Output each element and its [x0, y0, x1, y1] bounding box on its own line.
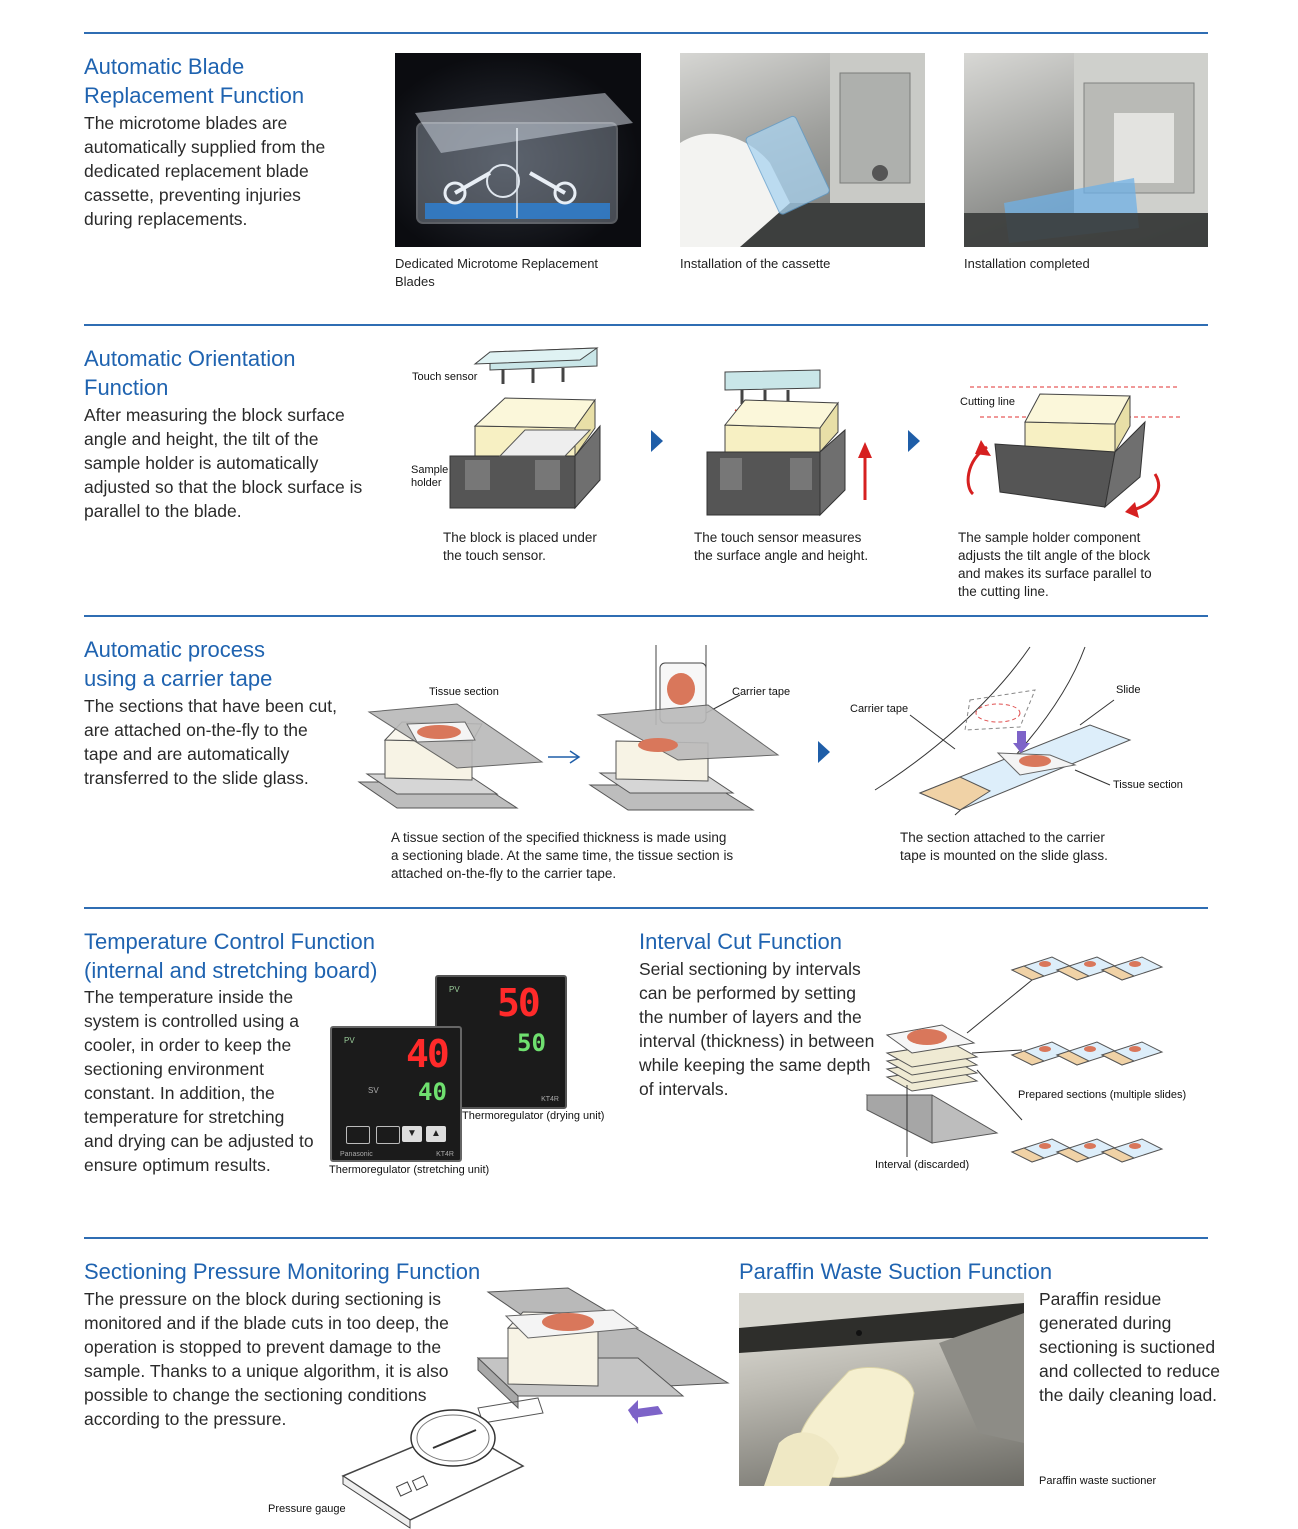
- orientation-step2-diagram: [706, 369, 872, 517]
- pressure-title: Sectioning Pressure Monitoring Function: [84, 1259, 481, 1284]
- carrier-step3-diagram: [874, 646, 1132, 816]
- section-divider: [84, 1237, 1208, 1239]
- paraffin-title: Paraffin Waste Suction Function: [739, 1259, 1053, 1284]
- carrier-caption-2: The section attached to the carrier tape…: [900, 830, 1108, 863]
- sample-holder-label: Sample holder: [411, 464, 449, 489]
- interval-cut-diagram: [865, 956, 1164, 1163]
- cutting-line-label: Cutting line: [960, 396, 1016, 408]
- blade-description: The microtome blades are automatically s…: [84, 113, 326, 229]
- pressure-description: The pressure on the block during section…: [84, 1289, 449, 1429]
- down-button[interactable]: ▼: [402, 1126, 422, 1142]
- temperature-title: Temperature Control Function (internal a…: [84, 929, 378, 983]
- up-button[interactable]: ▲: [426, 1126, 446, 1142]
- section-divider: [84, 907, 1208, 909]
- brand-label: Panasonic: [340, 1151, 373, 1158]
- section-divider: [84, 32, 1208, 34]
- shift-button[interactable]: [376, 1126, 400, 1144]
- step-arrow-icon: [908, 430, 920, 452]
- interval-description: Serial sectioning by intervals can be pe…: [639, 959, 875, 1099]
- model-label: KT4R: [436, 1151, 454, 1158]
- orientation-title: Automatic Orientation Function: [84, 346, 296, 400]
- cassette-installation-photo: [680, 53, 925, 247]
- touch-sensor-label: Touch sensor: [412, 371, 478, 383]
- step-arrow-icon: [818, 741, 830, 763]
- installation-completed-photo: [964, 53, 1208, 247]
- orientation-description: After measuring the block surface angle …: [84, 405, 363, 521]
- drying-sv-display: 50: [517, 1029, 546, 1057]
- pressure-diagram: [341, 1287, 730, 1529]
- orientation-step3-diagram: [966, 386, 1180, 518]
- tissue-section-label: Tissue section: [1113, 779, 1183, 791]
- blade-title: Automatic Blade Replacement Function: [84, 54, 305, 108]
- temperature-description: The temperature inside the system is con…: [84, 987, 314, 1175]
- installation-caption: Installation of the cassette: [680, 256, 831, 271]
- right-arrow-icon: [548, 750, 581, 764]
- prepared-sections-label: Prepared sections (multiple slides): [1018, 1089, 1187, 1101]
- drying-unit-label: Thermoregulator (drying unit): [462, 1110, 605, 1122]
- carrier-tape-label: Carrier tape: [850, 703, 909, 715]
- blade-cassette-photo: [395, 53, 641, 247]
- carrier-title: Automatic process using a carrier tape: [84, 637, 273, 691]
- carrier-tape-label: Carrier tape: [732, 686, 791, 698]
- sv-label: SV: [368, 1086, 379, 1095]
- orientation-caption-2: The touch sensor measures the surface an…: [694, 530, 869, 563]
- carrier-step1-diagram: [357, 703, 544, 809]
- model-label: KT4R: [541, 1096, 559, 1103]
- interval-discarded-label: Interval (discarded): [875, 1159, 970, 1171]
- tissue-section-label: Tissue section: [429, 686, 499, 698]
- pv-label: PV: [449, 985, 460, 994]
- pv-label: PV: [344, 1036, 355, 1045]
- paraffin-suctioner-label: Paraffin waste suctioner: [1039, 1475, 1157, 1487]
- carrier-description: The sections that have been cut, are att…: [84, 696, 337, 788]
- section-divider: [84, 615, 1208, 617]
- stretching-pv-display: 40: [406, 1032, 450, 1076]
- stretching-thermoregulator: PV 40 SV 40 ▼ ▲ Panasonic KT4R: [330, 1026, 462, 1162]
- paraffin-suctioner-photo: [739, 1293, 1024, 1486]
- stretching-sv-display: 40: [418, 1078, 447, 1106]
- pressure-gauge-label: Pressure gauge: [268, 1503, 346, 1515]
- section-divider: [84, 324, 1208, 326]
- orientation-caption-3: The sample holder component adjusts the …: [958, 530, 1152, 599]
- orientation-caption-1: The block is placed under the touch sens…: [443, 530, 597, 563]
- interval-title: Interval Cut Function: [639, 929, 842, 954]
- carrier-caption-1: A tissue section of the specified thickn…: [391, 830, 734, 881]
- cassette-caption: Dedicated Microtome Replacement Blades: [395, 256, 599, 289]
- carrier-step2-diagram: [588, 645, 780, 811]
- step-arrow-icon: [651, 430, 663, 452]
- paraffin-description: Paraffin residue generated during sectio…: [1039, 1289, 1220, 1405]
- orientation-step1-diagram: [449, 347, 601, 510]
- completed-caption: Installation completed: [964, 256, 1090, 271]
- slide-label: Slide: [1116, 684, 1141, 696]
- mode-button[interactable]: [346, 1126, 370, 1144]
- drying-pv-display: 50: [497, 981, 541, 1025]
- stretching-unit-label: Thermoregulator (stretching unit): [329, 1164, 490, 1176]
